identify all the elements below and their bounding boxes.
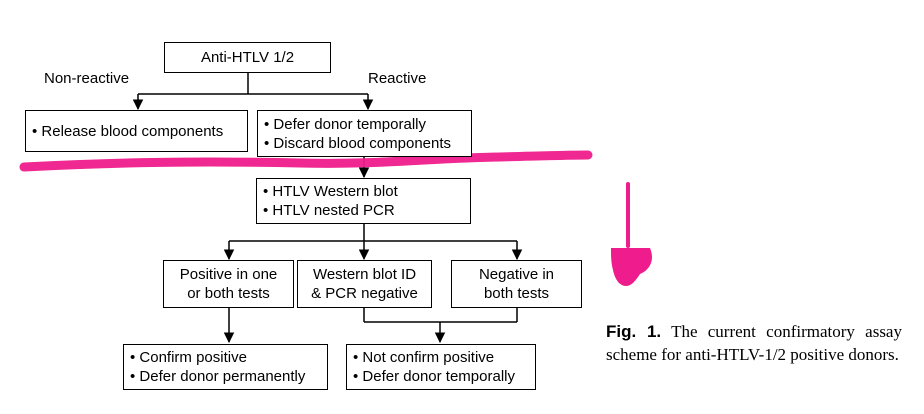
positive-line-1: Positive in one xyxy=(179,266,278,283)
connector-negative-notconfirm xyxy=(363,308,518,344)
confirm-positive-line-1: • Confirm positive xyxy=(130,349,247,366)
connector-tests-outcomes xyxy=(223,223,523,261)
highlighter-stroke xyxy=(19,150,593,172)
positive-line-2: or both tests xyxy=(187,285,270,302)
release-line-1: • Release blood components xyxy=(32,122,224,140)
caption-fig-label: Fig. 1. xyxy=(606,322,662,341)
caption-text: The current confirmatory assay scheme fo… xyxy=(606,322,902,364)
not-confirm-line-2: • Defer donor temporally xyxy=(353,368,515,385)
connector-root-branches xyxy=(132,72,374,111)
defer-temp-line-1: • Defer donor temporally xyxy=(264,115,426,133)
non-reactive-label: Non-reactive xyxy=(44,70,130,87)
figure-caption: Fig. 1. The current confirmatory assay s… xyxy=(606,320,902,366)
release-box: • Release blood components xyxy=(25,110,248,152)
root-box: Anti-HTLV 1/2 xyxy=(164,42,331,73)
defer-temp-line-2: • Discard blood components xyxy=(264,134,452,152)
confirm-tests-line-1: • HTLV Western blot xyxy=(263,183,398,200)
confirm-tests-line-2: • HTLV nested PCR xyxy=(263,202,395,219)
western-id-line-2: & PCR negative xyxy=(311,285,418,302)
confirm-positive-line-2: • Defer donor permanently xyxy=(130,368,306,385)
reactive-label: Reactive xyxy=(368,70,427,87)
negative-line-2: both tests xyxy=(483,285,550,302)
not-confirm-box: • Not confirm positive • Defer donor tem… xyxy=(346,344,536,390)
not-confirm-line-1: • Not confirm positive xyxy=(353,349,495,366)
negative-box: Negative in both tests xyxy=(451,260,582,308)
positive-box: Positive in one or both tests xyxy=(163,260,294,308)
western-id-box: Western blot ID & PCR negative xyxy=(297,260,432,308)
western-id-line-1: Western blot ID xyxy=(312,266,417,283)
confirm-tests-box: • HTLV Western blot • HTLV nested PCR xyxy=(256,178,471,224)
root-label: Anti-HTLV 1/2 xyxy=(200,49,295,66)
negative-line-1: Negative in xyxy=(478,266,555,283)
confirm-positive-box: • Confirm positive • Defer donor permane… xyxy=(123,344,328,390)
pink-arrow-annotation xyxy=(611,182,652,286)
defer-temp-box: • Defer donor temporally • Discard blood… xyxy=(257,110,472,157)
